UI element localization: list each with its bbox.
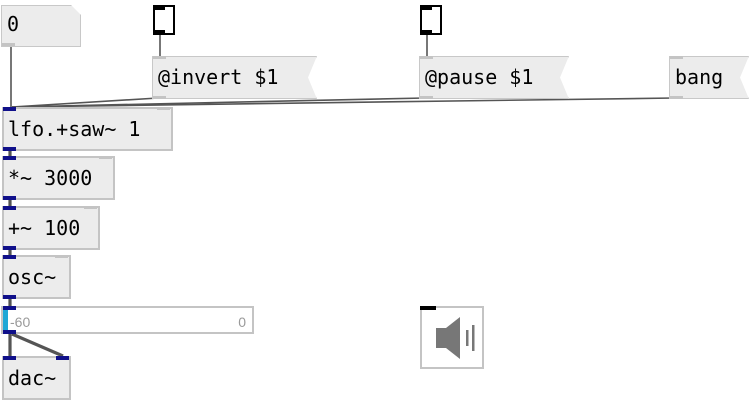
bang-message[interactable]: bang bbox=[669, 56, 749, 99]
bang-message-text: bang bbox=[675, 65, 724, 89]
bang-message-outlet[interactable] bbox=[670, 96, 683, 99]
vu-meter-inlet[interactable] bbox=[3, 306, 16, 310]
invert-message[interactable]: @invert $1 bbox=[152, 56, 317, 99]
toggle-outlet bbox=[153, 30, 165, 35]
multiply-inlet-right[interactable] bbox=[99, 156, 112, 159]
lfo-outlet[interactable] bbox=[3, 147, 16, 151]
dac-object[interactable]: dac~ bbox=[2, 356, 71, 400]
dac-object-text: dac~ bbox=[8, 366, 57, 390]
add-inlet-right[interactable] bbox=[84, 206, 97, 209]
lfo-inlet-left[interactable] bbox=[3, 107, 16, 111]
vu-meter-outlet[interactable] bbox=[3, 330, 16, 334]
lfo-object[interactable]: lfo.+saw~ 1 bbox=[2, 107, 173, 151]
add-object[interactable]: +~ 100 bbox=[2, 206, 100, 250]
toggle-outlet bbox=[420, 30, 432, 35]
invert-message-outlet[interactable] bbox=[153, 96, 166, 99]
osc-inlet-right[interactable] bbox=[55, 255, 68, 258]
osc-object[interactable]: osc~ bbox=[2, 255, 71, 299]
invert-toggle[interactable] bbox=[153, 5, 175, 35]
multiply-object[interactable]: *~ 3000 bbox=[2, 156, 115, 200]
add-object-text: +~ 100 bbox=[8, 216, 81, 240]
pause-message-inlet[interactable] bbox=[420, 56, 433, 59]
add-outlet[interactable] bbox=[3, 246, 16, 250]
speaker-icon bbox=[436, 317, 475, 359]
speaker-inlet bbox=[420, 306, 436, 310]
dac-inlet-right[interactable] bbox=[56, 356, 69, 360]
lfo-inlet-right[interactable] bbox=[157, 107, 170, 110]
pause-message-text: @pause $1 bbox=[425, 65, 534, 89]
toggle-inlet bbox=[420, 5, 432, 10]
vu-meter-min-label: -60 bbox=[10, 314, 31, 330]
osc-object-text: osc~ bbox=[8, 265, 57, 289]
cord-bang-to-lfo bbox=[11, 97, 675, 108]
vu-meter-level bbox=[3, 308, 8, 332]
bang-message-inlet[interactable] bbox=[670, 56, 683, 59]
multiply-object-text: *~ 3000 bbox=[8, 166, 93, 190]
vu-meter-max-label: 0 bbox=[238, 314, 246, 330]
invert-message-inlet[interactable] bbox=[153, 56, 166, 59]
pause-message[interactable]: @pause $1 bbox=[419, 56, 569, 99]
dac-inlet-left[interactable] bbox=[3, 356, 16, 360]
cord-vu-to-dac-right bbox=[11, 332, 64, 358]
add-inlet-left[interactable] bbox=[3, 206, 16, 210]
invert-message-text: @invert $1 bbox=[158, 65, 279, 89]
multiply-inlet-left[interactable] bbox=[3, 156, 16, 160]
multiply-outlet[interactable] bbox=[3, 196, 16, 200]
cord-invert-to-lfo bbox=[11, 97, 159, 108]
lfo-object-text: lfo.+saw~ 1 bbox=[8, 117, 141, 141]
osc-inlet-left[interactable] bbox=[3, 255, 16, 259]
cord-pause-to-lfo bbox=[11, 97, 426, 108]
osc-outlet[interactable] bbox=[3, 295, 16, 299]
vu-meter[interactable]: -60 0 bbox=[1, 306, 254, 334]
pause-message-outlet[interactable] bbox=[420, 96, 433, 99]
dsp-speaker-toggle[interactable] bbox=[420, 306, 484, 369]
number-box[interactable]: 0 bbox=[1, 5, 81, 47]
number-box-outlet[interactable] bbox=[2, 43, 15, 46]
number-box-value: 0 bbox=[7, 12, 20, 36]
pause-toggle[interactable] bbox=[420, 5, 442, 35]
toggle-inlet bbox=[153, 5, 165, 10]
